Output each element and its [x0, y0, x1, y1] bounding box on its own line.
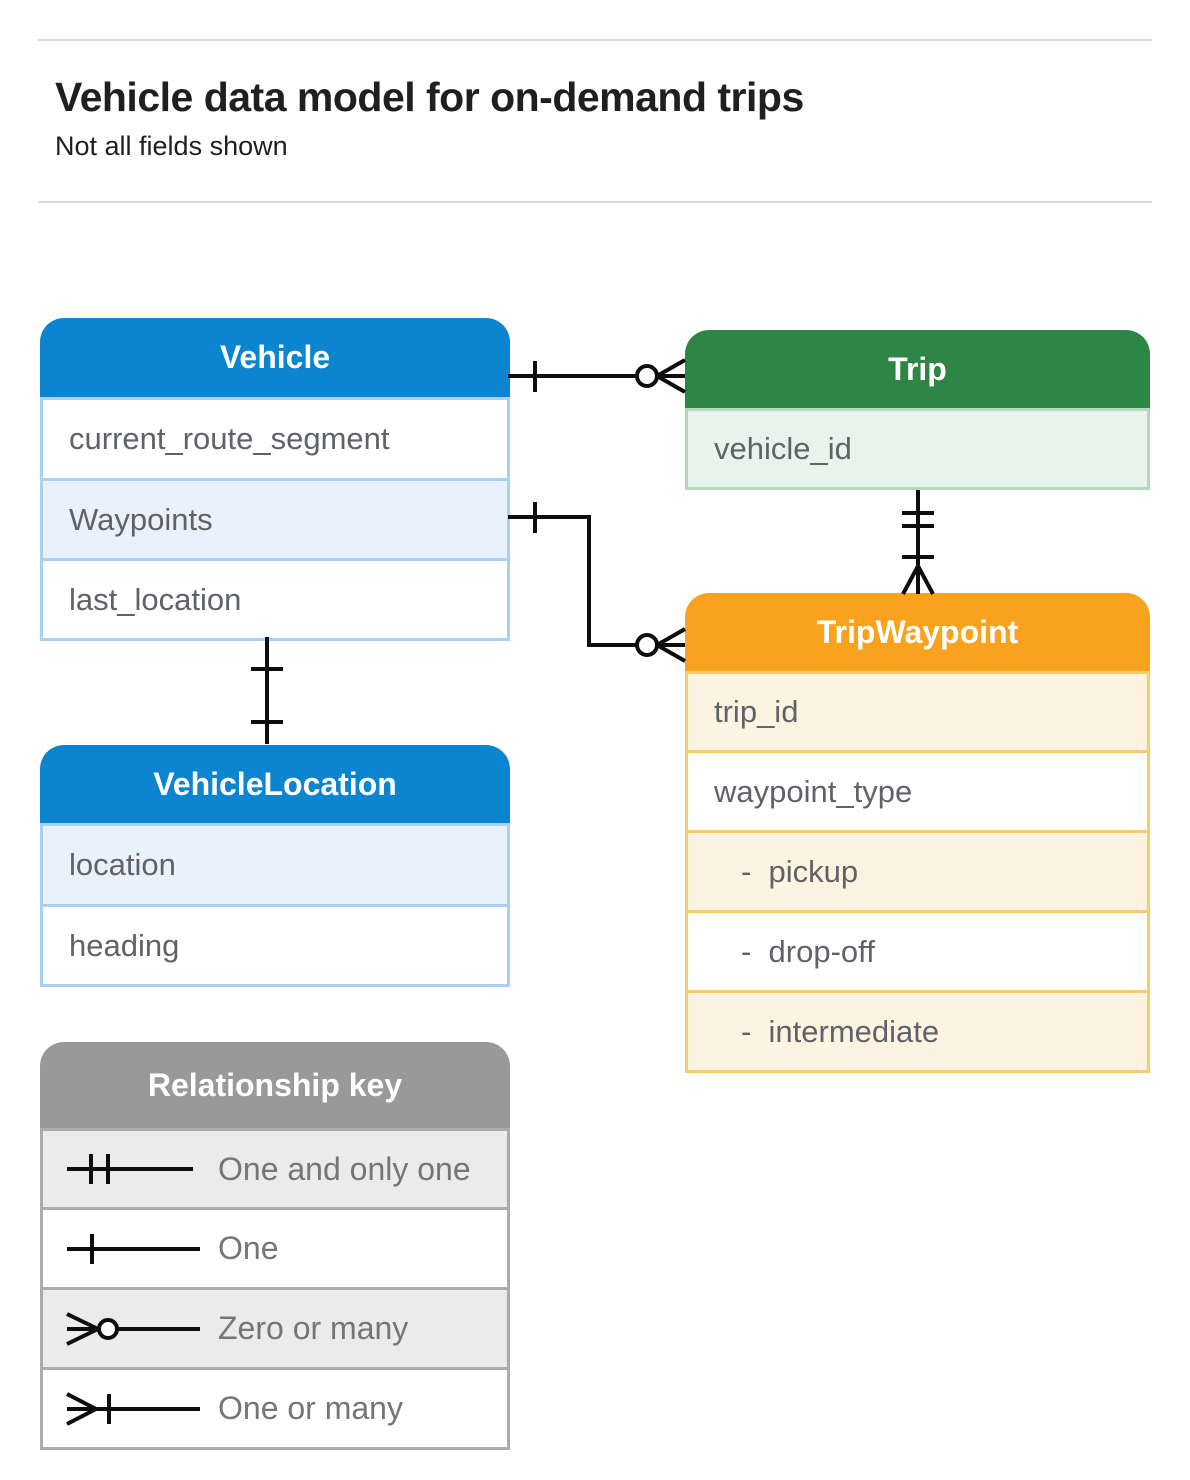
- field-row-current-route-segment: current_route_segment: [43, 400, 507, 478]
- entity-trip: Trip vehicle_id: [685, 330, 1150, 490]
- field-label: location: [69, 847, 176, 882]
- entity-trip-waypoint: TripWaypoint trip_id waypoint_type - pic…: [685, 593, 1150, 1073]
- relationship-key-body: One and only one One Zero or many: [40, 1128, 510, 1450]
- field-row-intermediate: - intermediate: [688, 990, 1147, 1070]
- key-row-one: One: [43, 1207, 507, 1287]
- key-label: One or many: [218, 1390, 403, 1426]
- entity-vehicle-title: Vehicle: [219, 339, 331, 375]
- field-row-drop-off: - drop-off: [688, 910, 1147, 990]
- field-label: current_route_segment: [69, 421, 390, 456]
- relationship-key-header: Relationship key: [40, 1042, 510, 1128]
- field-row-vehicle-id: vehicle_id: [688, 411, 1147, 487]
- field-label: vehicle_id: [714, 431, 852, 466]
- field-row-pickup: - pickup: [688, 830, 1147, 910]
- field-row-trip-id: trip_id: [688, 674, 1147, 750]
- one-icon: [67, 1233, 200, 1264]
- field-row-waypoints: Waypoints: [43, 478, 507, 558]
- connector-vehicle-vehicle-location: [251, 637, 283, 744]
- field-label: - intermediate: [741, 1013, 940, 1049]
- field-label: heading: [69, 927, 180, 963]
- entity-trip-body: vehicle_id: [685, 408, 1150, 490]
- entity-vehicle-location-body: location heading: [40, 823, 510, 987]
- connector-waypoints-trip-waypoint: [508, 502, 686, 663]
- field-row-waypoint-type: waypoint_type: [688, 750, 1147, 830]
- connector-trip-trip-waypoint: [901, 490, 935, 595]
- entity-vehicle-location-header: VehicleLocation: [40, 745, 510, 823]
- key-label: One and only one: [218, 1150, 471, 1187]
- entity-trip-title: Trip: [888, 350, 947, 387]
- entity-vehicle-location-title: VehicleLocation: [153, 765, 397, 802]
- entity-vehicle: Vehicle current_route_segment Waypoints …: [40, 318, 510, 641]
- page-title: Vehicle data model for on-demand trips: [55, 74, 804, 120]
- field-row-last-location: last_location: [43, 558, 507, 638]
- page-subtitle: Not all fields shown: [55, 131, 288, 161]
- entity-trip-waypoint-header: TripWaypoint: [685, 593, 1150, 671]
- connector-vehicle-trip: [508, 358, 686, 394]
- relationship-key-title: Relationship key: [147, 1066, 403, 1103]
- key-label: One: [218, 1230, 279, 1266]
- field-label: - drop-off: [741, 933, 875, 969]
- entity-vehicle-body: current_route_segment Waypoints last_loc…: [40, 397, 510, 641]
- one-or-many-icon: [66, 1391, 200, 1426]
- field-label: last_location: [69, 581, 242, 617]
- field-label: Waypoints: [69, 501, 213, 537]
- entity-trip-waypoint-body: trip_id waypoint_type - pickup - drop-of…: [685, 671, 1150, 1073]
- entity-trip-header: Trip: [685, 330, 1150, 408]
- one-and-only-one-icon: [67, 1154, 193, 1184]
- key-row-one-and-only-one: One and only one: [43, 1131, 507, 1207]
- field-row-location: location: [43, 826, 507, 904]
- field-row-heading: heading: [43, 904, 507, 984]
- entity-trip-waypoint-title: TripWaypoint: [816, 613, 1019, 650]
- entity-vehicle-header: Vehicle: [40, 318, 510, 397]
- field-label: - pickup: [741, 853, 859, 889]
- top-divider: [38, 39, 1152, 41]
- field-label: waypoint_type: [714, 773, 913, 809]
- field-label: trip_id: [714, 694, 799, 729]
- key-label: Zero or many: [218, 1310, 409, 1346]
- relationship-key: Relationship key One and only one One: [40, 1042, 510, 1450]
- entity-vehicle-location: VehicleLocation location heading: [40, 745, 510, 987]
- header-divider: [38, 201, 1152, 203]
- key-row-zero-or-many: Zero or many: [43, 1287, 507, 1367]
- zero-or-many-icon: [66, 1311, 200, 1346]
- key-row-one-or-many: One or many: [43, 1367, 507, 1447]
